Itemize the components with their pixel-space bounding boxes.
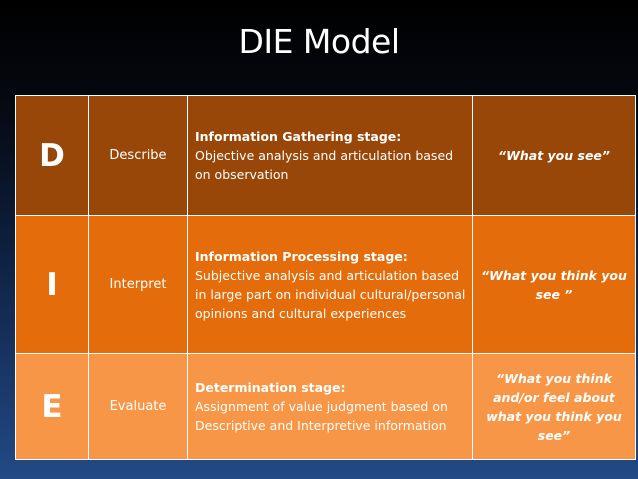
stage-letter: D [15, 95, 89, 216]
table-row-evaluate: E Evaluate Determination stage: Assignme… [15, 353, 636, 460]
stage-heading: Information Processing stage: [195, 248, 408, 264]
stage-body: Subjective analysis and articulation bas… [195, 267, 466, 321]
slide-title: DIE Model [238, 22, 400, 61]
table-row-interpret: I Interpret Information Processing stage… [15, 215, 636, 354]
stage-quote: “What you think you see ” [472, 215, 636, 354]
stage-name: Describe [88, 95, 188, 216]
stage-body: Assignment of value judgment based on De… [195, 399, 448, 433]
stage-heading: Information Gathering stage: [195, 129, 402, 144]
stage-description: Information Gathering stage: Objective a… [187, 95, 473, 216]
stage-description: Information Processing stage: Subjective… [187, 215, 473, 354]
stage-description: Determination stage: Assignment of value… [187, 353, 473, 460]
table-row-describe: D Describe Information Gathering stage: … [15, 95, 636, 216]
stage-letter: E [15, 353, 89, 460]
stage-letter: I [15, 215, 89, 354]
stage-heading: Determination stage: [195, 380, 346, 395]
stage-quote: “What you think and/or feel about what y… [472, 353, 636, 460]
stage-name: Interpret [88, 215, 188, 354]
stage-name: Evaluate [88, 353, 188, 460]
stage-body: Objective analysis and articulation base… [195, 148, 454, 182]
stage-quote: “What you see” [472, 95, 636, 216]
die-model-table: D Describe Information Gathering stage: … [15, 95, 636, 460]
